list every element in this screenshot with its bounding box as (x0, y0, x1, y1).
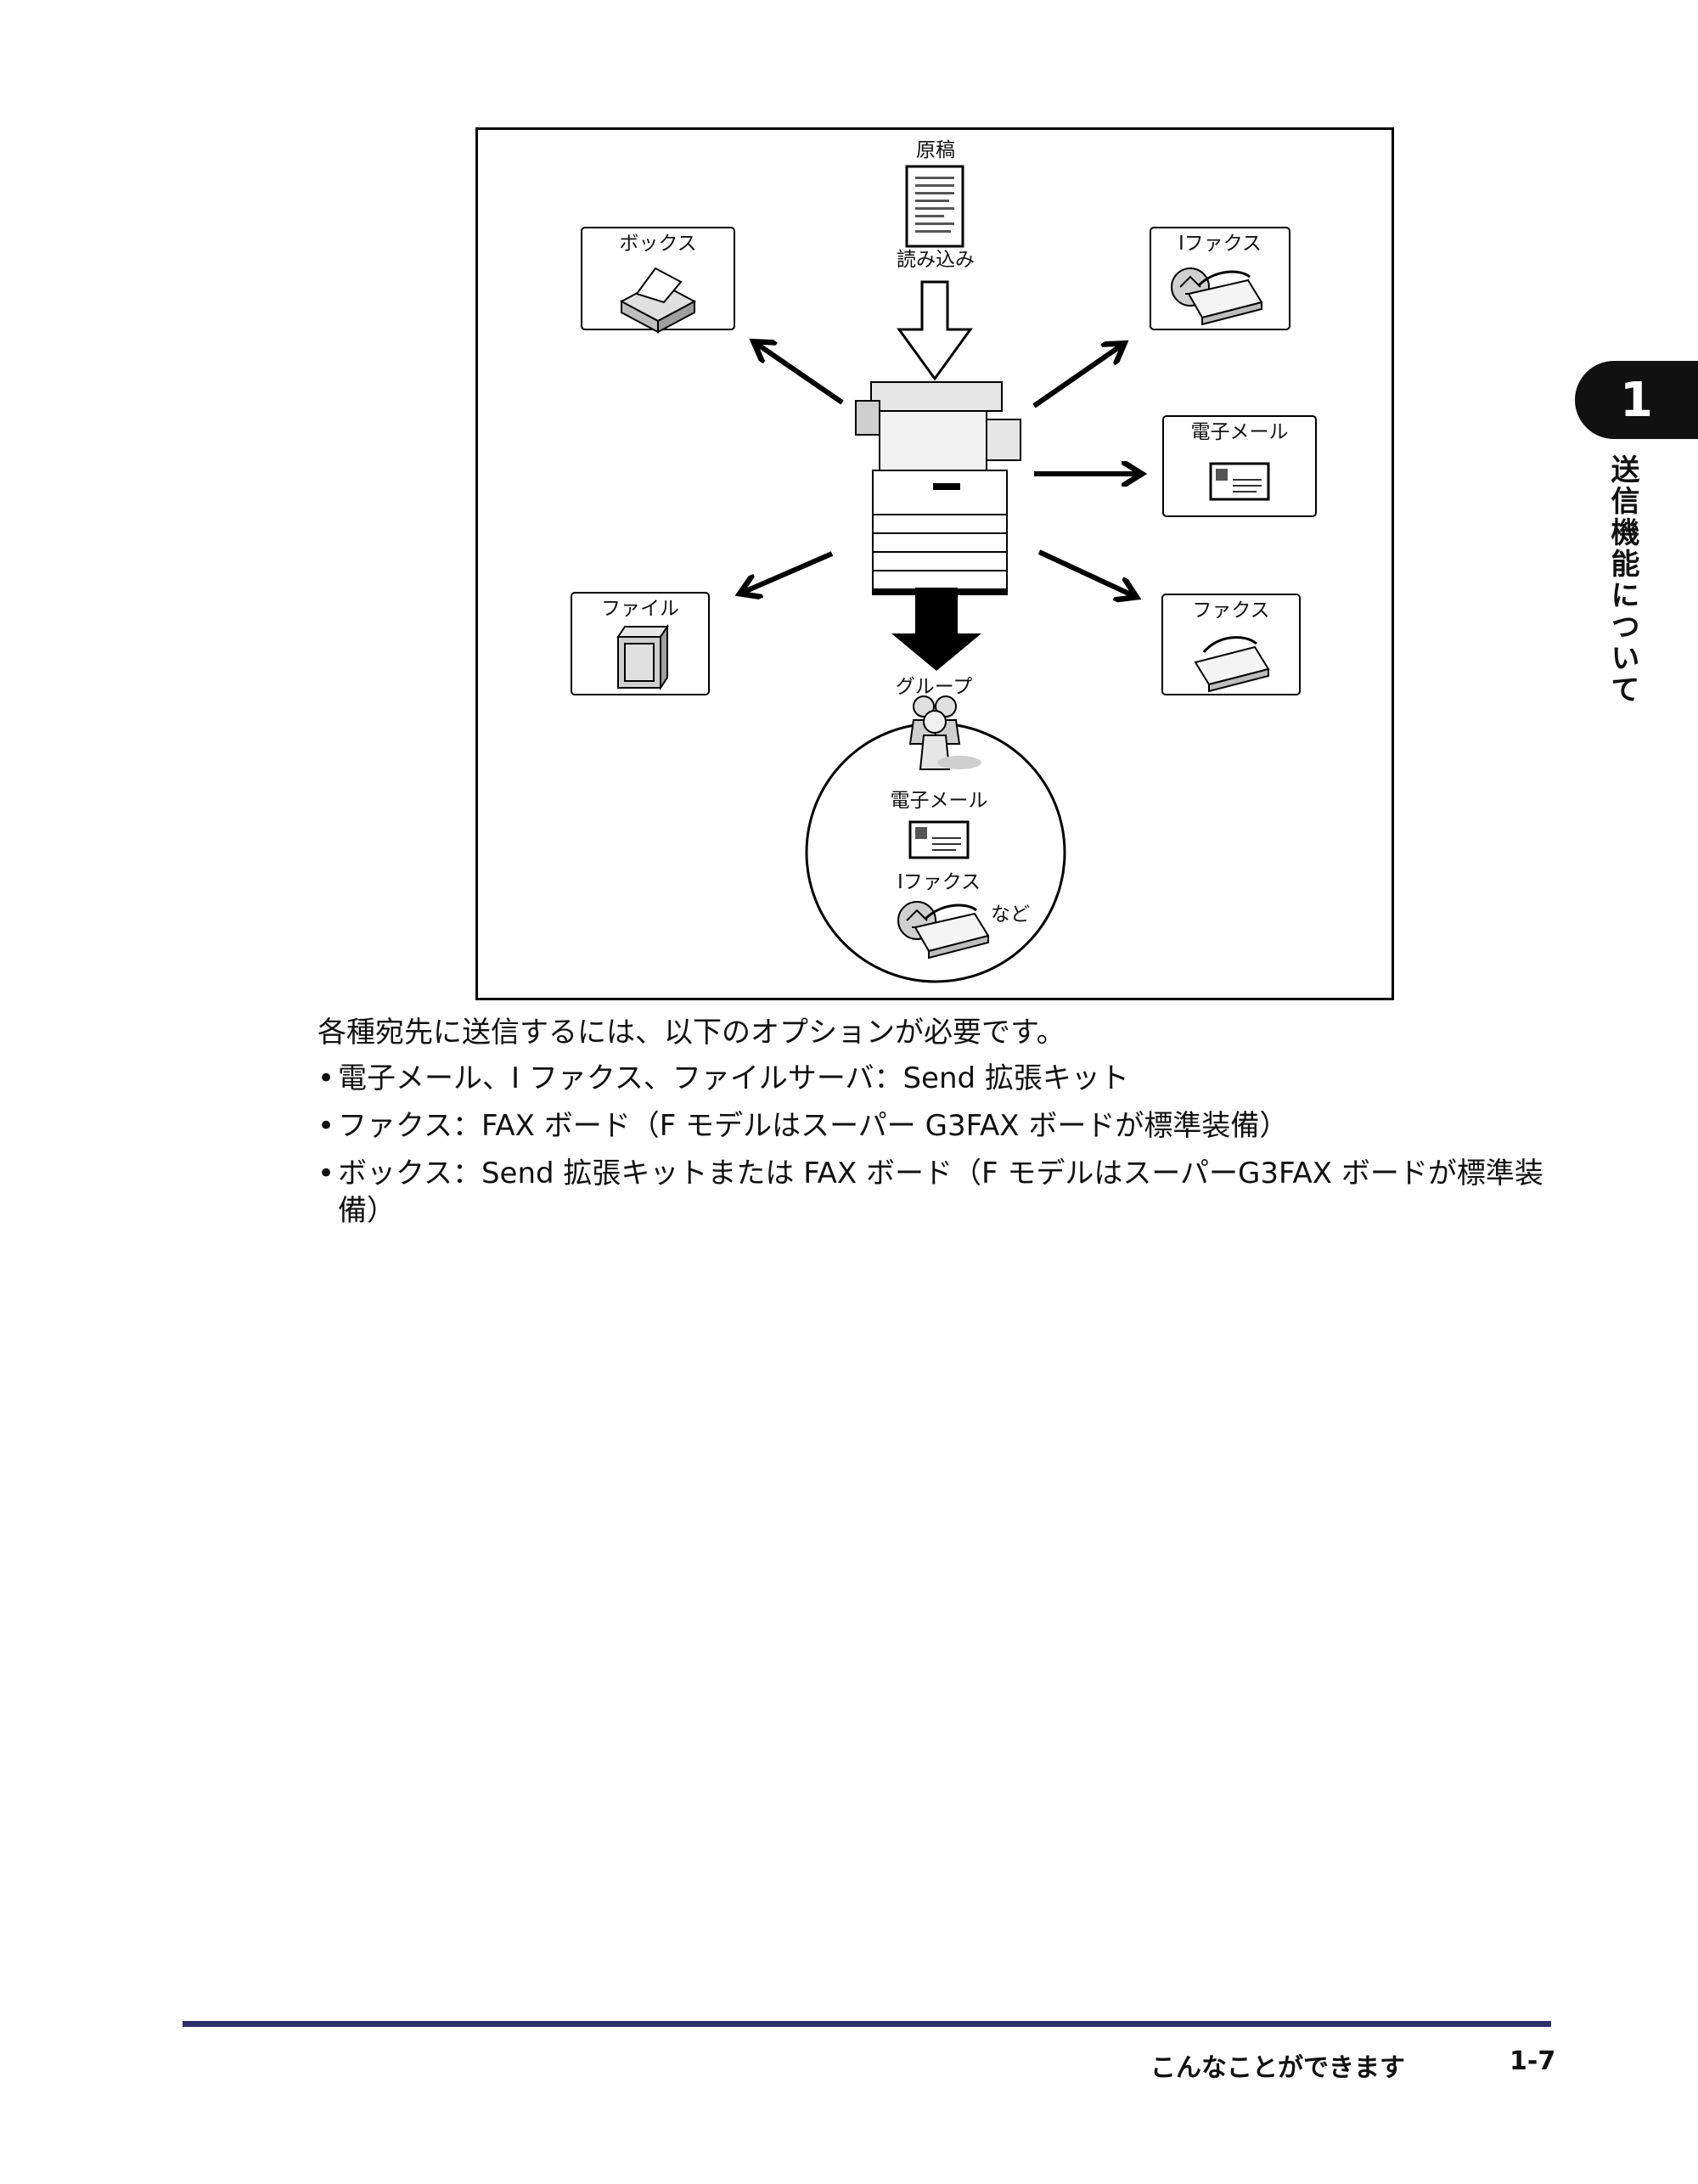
fax-icon (1194, 636, 1270, 693)
copier-icon (855, 381, 1021, 595)
send-function-diagram: 原稿 読み込み ボックス Iファクス (475, 127, 1394, 1000)
original-label: 原稿 (916, 139, 955, 161)
group-label: グループ (896, 676, 973, 698)
box-label: ボックス (619, 233, 696, 255)
scan-label: 読み込み (897, 249, 975, 271)
page-number: 1-7 (1510, 2046, 1556, 2076)
diagram-frame (475, 127, 1394, 1000)
chapter-title: 送信機能について (1605, 454, 1639, 706)
email-label: 電子メール (1191, 421, 1289, 443)
fax-label: ファクス (1192, 599, 1269, 622)
group-people-icon (908, 695, 981, 770)
group-email-label: 電子メール (891, 790, 988, 812)
list-item: ボックス：Send 拡張キットまたは FAX ボード（F モデルはスーパーG3F… (318, 1155, 1557, 1230)
group-arrow-icon (891, 588, 981, 671)
route-arrows (742, 343, 1139, 596)
options-description: 各種宛先に送信するには、以下のオプションが必要です。 電子メール、I ファクス、… (318, 1012, 1557, 1240)
group-email-icon (908, 820, 970, 859)
box-icon (619, 267, 697, 334)
scan-arrow-icon (897, 280, 973, 381)
ifax-label: Iファクス (1178, 233, 1262, 255)
intro-text: 各種宛先に送信するには、以下のオプションが必要です。 (318, 1016, 1065, 1050)
file-server-icon (616, 623, 669, 691)
chapter-tab: 1 (1575, 361, 1698, 439)
list-item: 電子メール、I ファクス、ファイルサーバ：Send 拡張キット (318, 1060, 1557, 1097)
option-list: 電子メール、I ファクス、ファイルサーバ：Send 拡張キット ファクス：FAX… (318, 1060, 1557, 1230)
original-document-icon (905, 165, 964, 248)
chapter-number: 1 (1620, 372, 1653, 428)
list-item: ファクス：FAX ボード（F モデルはスーパー G3FAX ボードが標準装備） (318, 1107, 1557, 1145)
group-ifax-label: Iファクス (897, 871, 981, 893)
footer-section-title: こんなことができます (1150, 2053, 1405, 2083)
footer-rule (183, 2021, 1551, 2027)
email-icon (1209, 462, 1270, 501)
file-label: ファイル (601, 598, 679, 620)
group-etc-label: など (991, 903, 1030, 926)
group-internet-fax-icon (897, 901, 990, 960)
internet-fax-icon (1171, 267, 1263, 326)
